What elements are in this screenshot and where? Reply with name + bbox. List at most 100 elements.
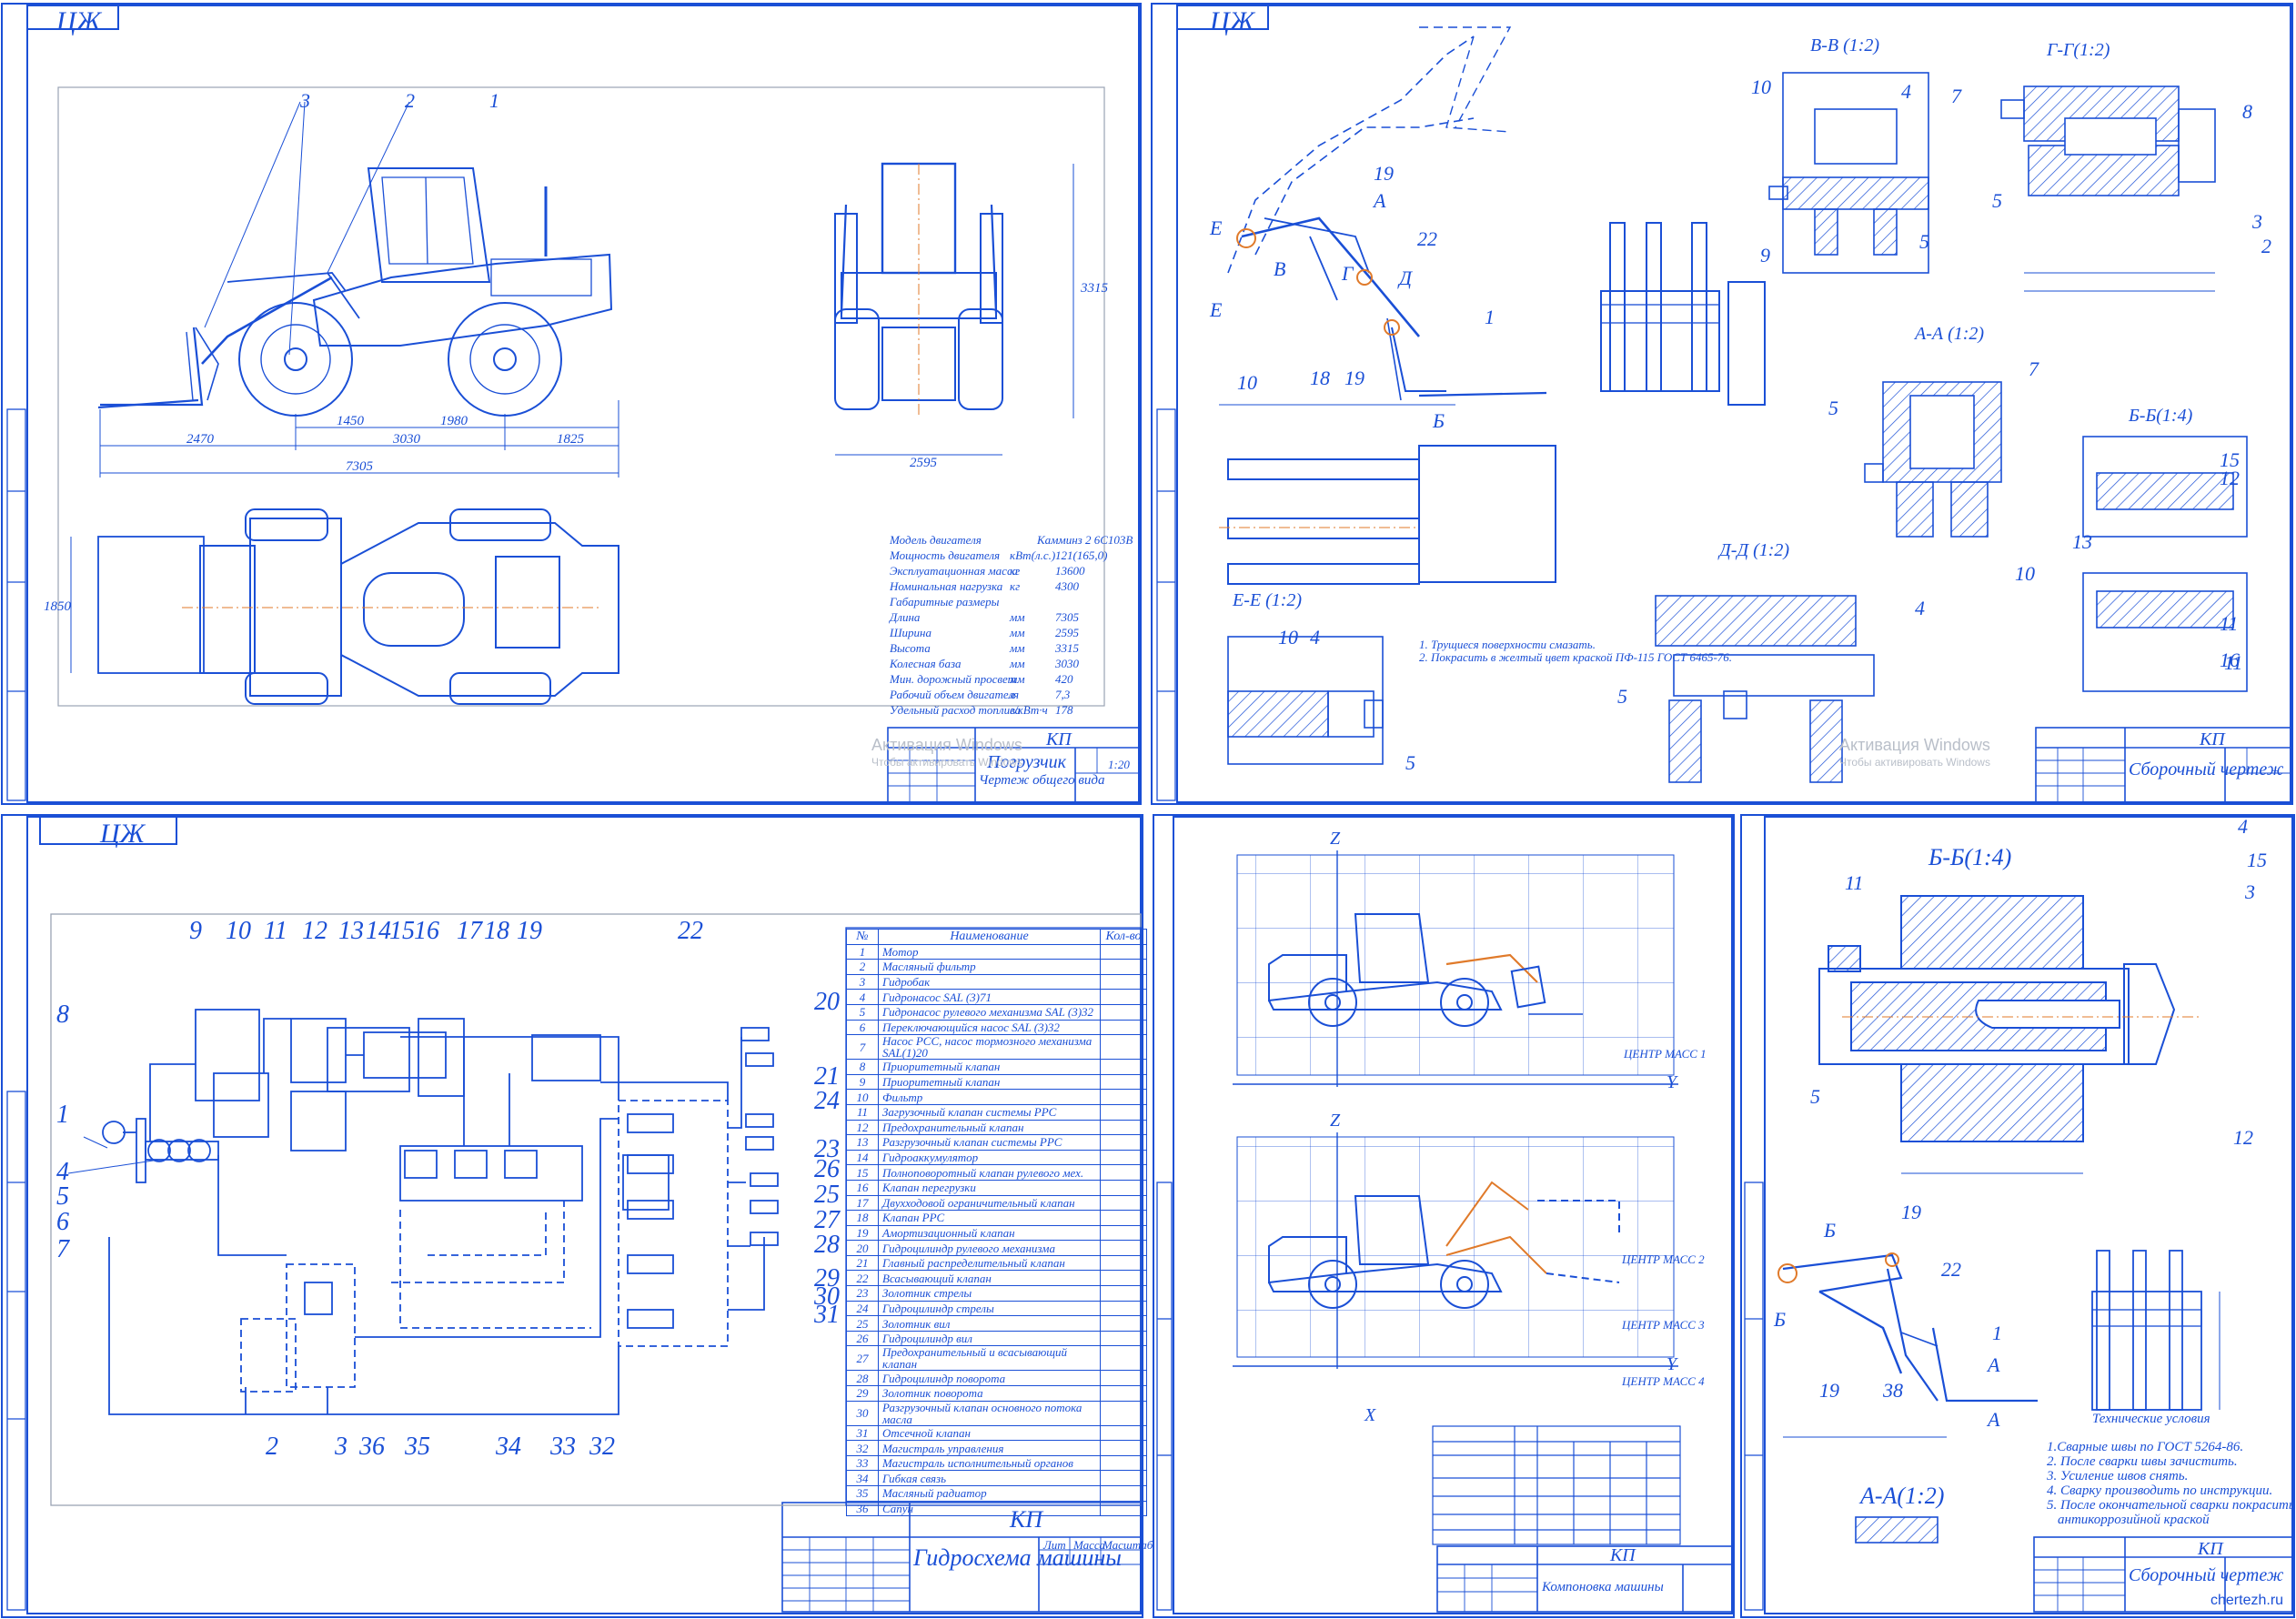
scheme-number: 34: [496, 1433, 521, 1461]
scheme-number: 32: [589, 1433, 615, 1461]
part-number: 10: [1278, 626, 1298, 649]
part-number: 18: [1310, 367, 1330, 389]
axis-label: Y: [1667, 1072, 1677, 1092]
title-name: Компоновка машины: [1542, 1580, 1664, 1594]
title-name: Гидросхема машины: [913, 1544, 1122, 1571]
part-number: 2: [2261, 235, 2271, 257]
dimension: 1850: [44, 599, 71, 614]
part-number: 13: [2072, 530, 2092, 553]
section-mark: Б: [1824, 1219, 1836, 1242]
scheme-number: 3: [335, 1433, 347, 1461]
tb-header: Масса: [1073, 1538, 1105, 1552]
note: 2. Покрасить в желтый цвет краской ПФ-11…: [1419, 650, 1733, 664]
stamp-sheet1: ЦЖ: [56, 6, 102, 36]
part-number: 19: [1819, 1379, 1839, 1402]
scheme-number: 11: [264, 917, 287, 945]
dimension: 2595: [910, 456, 937, 470]
watermark: Чтобы активировать Windows: [1839, 756, 1990, 769]
part-number: 1: [1485, 306, 1495, 328]
axis-label: X: [1365, 1405, 1376, 1425]
title-kp: КП: [2198, 1539, 2223, 1559]
sheet2-frame: [1151, 3, 2293, 805]
title-kp: КП: [1010, 1506, 1043, 1533]
loader-front-view: [834, 162, 1074, 456]
part-number: 4: [1915, 597, 1925, 619]
section-mark: Е: [1210, 216, 1223, 239]
axis-label: Y: [1667, 1354, 1677, 1374]
tech-note: 1.Сварные швы по ГОСТ 5264-86.: [2047, 1440, 2244, 1454]
part-number: 11: [2220, 612, 2239, 635]
part-number: 5: [1617, 685, 1627, 708]
part-number: 12: [2220, 467, 2240, 489]
part-number: 22: [1941, 1258, 1961, 1281]
tech-note: антикоррозийной краской: [2058, 1513, 2210, 1527]
scheme-number: 13: [338, 917, 364, 945]
part-number: 15: [2220, 448, 2240, 471]
sheet1-frame: [1, 3, 1142, 805]
scheme-number: 20: [814, 988, 840, 1016]
section-title: А-А(1:2): [1860, 1483, 1945, 1509]
watermark: Чтобы активировать Windows: [871, 756, 1022, 769]
mass-center-label: ЦЕНТР МАСС 3: [1622, 1318, 1705, 1332]
section-title: В-В (1:2): [1810, 35, 1880, 55]
scheme-number: 9: [189, 917, 202, 945]
section-mark: Б: [1433, 409, 1445, 432]
note: 1. Трущиеся поверхности смазать.: [1419, 638, 1596, 651]
part-number: 16: [2220, 649, 2240, 671]
title-name: Погрузчик: [987, 752, 1067, 772]
scheme-number: 7: [56, 1235, 69, 1263]
part-number: 9: [1760, 244, 1770, 266]
title-kp: КП: [2200, 729, 2225, 749]
scheme-number: 10: [226, 917, 251, 945]
section-mark: Г: [1342, 262, 1354, 285]
axis-label: Z: [1330, 829, 1341, 849]
scheme-number: 31: [814, 1301, 840, 1329]
stamp-sheet2: ЦЖ: [1210, 6, 1255, 36]
scheme-number: 4: [56, 1158, 69, 1186]
part-number: 11: [1845, 871, 1864, 894]
scheme-number: 27: [814, 1206, 840, 1234]
section-views: [1227, 72, 2248, 783]
section-title: Б-Б(1:4): [1928, 844, 2012, 870]
site-logo: chertezh.ru: [2210, 1593, 2284, 1608]
part-number: 10: [2015, 562, 2035, 585]
part-number: 19: [1901, 1201, 1921, 1223]
part-number: 38: [1883, 1379, 1903, 1402]
sheet-scale: 1:20: [1108, 758, 1130, 771]
scheme-number: 26: [814, 1155, 840, 1183]
part-number: 11: [2224, 651, 2243, 674]
loader-side-view: [97, 167, 613, 417]
watermark: Активация Windows: [1839, 736, 1990, 754]
part-number: 3: [2245, 880, 2255, 903]
loader-top-view: [70, 508, 619, 705]
section-mark: Е: [1210, 298, 1223, 321]
scheme-number: 8: [56, 1001, 69, 1029]
part-number: 3: [300, 89, 310, 112]
mass-center-label: ЦЕНТР МАСС 2: [1622, 1252, 1705, 1266]
dimension: 1980: [440, 414, 468, 428]
part-number: 7: [2029, 357, 2039, 380]
section-title: Б-Б(1:4): [2129, 406, 2193, 426]
stamp-sheet3: ЦЖ: [100, 819, 146, 849]
scheme-number: 2: [266, 1433, 278, 1461]
dimension: 2470: [186, 432, 214, 447]
part-number: 12: [2233, 1126, 2253, 1149]
boom-assembly-small: [1777, 1252, 2038, 1438]
part-number: 2: [405, 89, 415, 112]
part-number: 4: [1310, 626, 1320, 649]
layout-loader-1: [1268, 913, 1583, 1027]
scheme-number: 29: [814, 1264, 840, 1292]
scheme-number: 16: [414, 917, 439, 945]
